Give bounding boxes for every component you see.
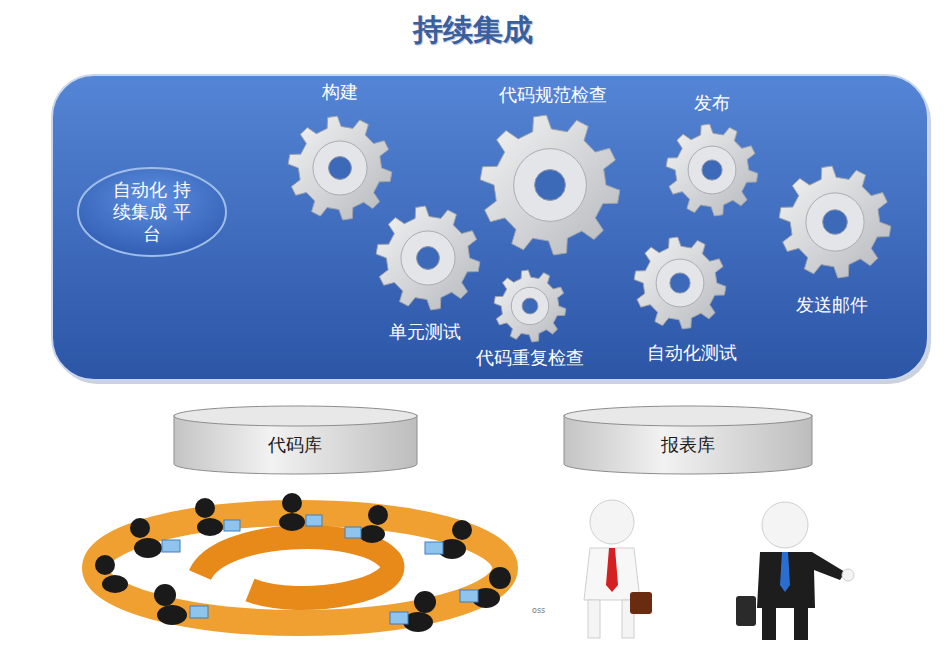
gear-shape <box>494 270 566 342</box>
gear-label: 发送邮件 <box>796 293 868 317</box>
gear-shape <box>376 206 480 310</box>
gear-shape <box>634 237 726 329</box>
database-label: 报表库 <box>563 434 813 456</box>
gear-label: 构建 <box>322 80 358 104</box>
platform-ellipse: 自动化 持续集成 平台 <box>76 166 228 258</box>
database-cylinder: 报表库 <box>563 405 813 475</box>
gear-shape <box>779 166 891 278</box>
person-figure <box>584 500 652 638</box>
watermark-text: oss <box>532 606 545 615</box>
platform-panel <box>52 75 928 380</box>
gear-node: 自动化测试 <box>634 237 726 329</box>
gear-label: 发布 <box>694 91 730 115</box>
gear-node: 发送邮件 <box>779 166 891 278</box>
person-figure <box>736 502 854 640</box>
team-illustration <box>95 493 511 632</box>
gear-node: 代码重复检查 <box>494 270 566 342</box>
diagram-title: 持续集成 <box>0 10 945 51</box>
database-label: 代码库 <box>173 434 418 456</box>
gear-label: 代码重复检查 <box>476 346 584 370</box>
gear-node: 单元测试 <box>376 206 480 310</box>
gear-shape <box>666 124 758 216</box>
gear-node: 代码规范检查 <box>480 115 620 255</box>
gear-node: 构建 <box>288 116 392 220</box>
gear-label: 代码规范检查 <box>499 83 607 107</box>
gear-label: 单元测试 <box>389 320 461 344</box>
gear-shape <box>288 116 392 220</box>
gear-node: 发布 <box>666 124 758 216</box>
gear-label: 自动化测试 <box>647 341 737 365</box>
gear-shape <box>480 115 620 255</box>
platform-label: 自动化 持续集成 平台 <box>111 179 193 245</box>
database-cylinder: 代码库 <box>173 405 418 475</box>
